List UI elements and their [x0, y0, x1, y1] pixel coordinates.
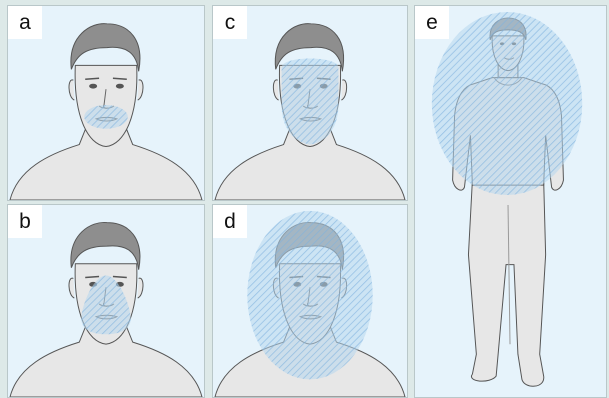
panel-label-d: d — [213, 205, 247, 238]
panel-b: b — [7, 204, 205, 398]
face-highlight — [282, 58, 339, 144]
panel-e: e — [414, 5, 607, 398]
head-highlight — [247, 211, 372, 379]
panel-label-b: b — [8, 205, 42, 238]
panel-c: c — [212, 5, 408, 201]
full-body-illustration — [415, 6, 606, 397]
panel-d: d — [212, 204, 408, 398]
mouth-highlight — [84, 105, 128, 129]
panel-label-a: a — [8, 6, 42, 39]
panel-a: a — [7, 5, 205, 201]
panel-label-e: e — [415, 6, 449, 39]
panel-label-c: c — [213, 6, 247, 39]
upper-body-highlight — [432, 12, 582, 195]
